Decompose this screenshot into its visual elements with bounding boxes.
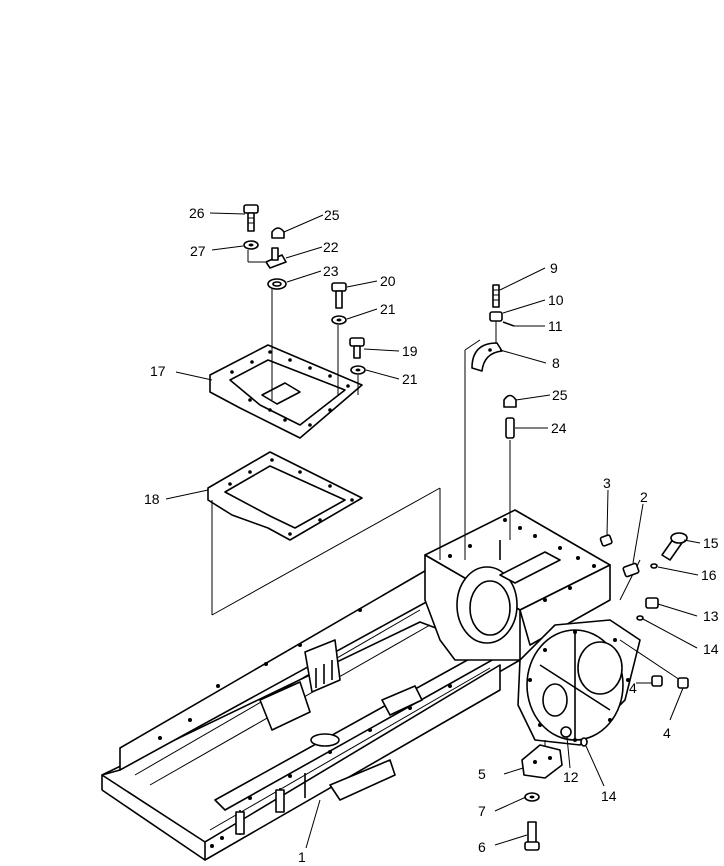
callout-13: 13: [703, 608, 719, 624]
callout-4: 4: [629, 680, 637, 696]
callout-18: 18: [144, 491, 160, 507]
bolt-part-26: [243, 204, 259, 232]
bolt-part-6: [524, 821, 540, 851]
callout-14: 14: [703, 641, 719, 657]
plug-part-4-right: [677, 677, 689, 689]
callout-20: 20: [380, 273, 396, 289]
callout-2: 2: [640, 489, 648, 505]
nut-part-10: [489, 311, 503, 322]
callout-27: 27: [190, 243, 206, 259]
cover-plate-part-17: [209, 344, 363, 439]
callout-7: 7: [478, 803, 486, 819]
bolt-part-19: [349, 337, 365, 359]
callout-10: 10: [548, 292, 564, 308]
leader-lines: [165, 212, 701, 849]
callout-labels: 1 2 3 4 4 5 6 7 8 9 10 11 12 13 14 14 15…: [144, 205, 719, 865]
callout-25: 25: [324, 207, 340, 223]
clamp-part-8: [471, 342, 503, 372]
o-ring-part-14-lower: [580, 737, 588, 747]
washer-part-21-lower: [350, 365, 366, 375]
nut-part-25-top: [271, 227, 285, 239]
callout-22: 22: [323, 239, 339, 255]
callout-5: 5: [478, 766, 486, 782]
callout-8: 8: [552, 355, 560, 371]
washer-part-7: [524, 792, 540, 802]
callout-4: 4: [663, 725, 671, 741]
callout-25: 25: [552, 387, 568, 403]
washer-part-27: [243, 240, 259, 250]
washer-part-21-upper: [331, 315, 347, 325]
main-frame: [101, 567, 521, 861]
callout-24: 24: [551, 420, 567, 436]
side-cover-plate: [517, 619, 641, 746]
breather-part-15: [661, 532, 688, 561]
bolt-part-9: [492, 284, 500, 308]
nut-part-25-lower: [503, 394, 517, 408]
o-ring-part-14-upper: [636, 615, 644, 621]
plug-part-2: [622, 562, 640, 578]
bracket-part-5: [521, 744, 563, 779]
callout-26: 26: [189, 205, 205, 221]
callout-17: 17: [150, 363, 166, 379]
gasket-part-18: [207, 451, 363, 541]
callout-1: 1: [298, 849, 306, 865]
nut-part-12: [560, 726, 572, 738]
callout-12: 12: [563, 769, 579, 785]
stud-part-24: [505, 417, 515, 439]
bracket-part-22: [265, 247, 287, 269]
callout-14: 14: [601, 788, 617, 804]
o-ring-part-23: [267, 278, 287, 290]
rear-housing: [424, 509, 611, 661]
callout-23: 23: [323, 263, 339, 279]
callout-9: 9: [550, 260, 558, 276]
callout-3: 3: [603, 475, 611, 491]
plug-part-4-left: [651, 675, 663, 687]
bolt-part-20: [331, 282, 347, 309]
callout-21: 21: [380, 301, 396, 317]
o-ring-part-16: [650, 563, 658, 569]
callout-11: 11: [548, 318, 563, 334]
plug-part-3: [599, 534, 613, 547]
callout-6: 6: [478, 839, 486, 855]
callout-19: 19: [402, 343, 418, 359]
callout-21: 21: [402, 371, 418, 387]
callout-15: 15: [703, 535, 719, 551]
pin-part-11: [502, 321, 515, 327]
callout-16: 16: [701, 567, 717, 583]
plug-part-13: [645, 597, 659, 609]
